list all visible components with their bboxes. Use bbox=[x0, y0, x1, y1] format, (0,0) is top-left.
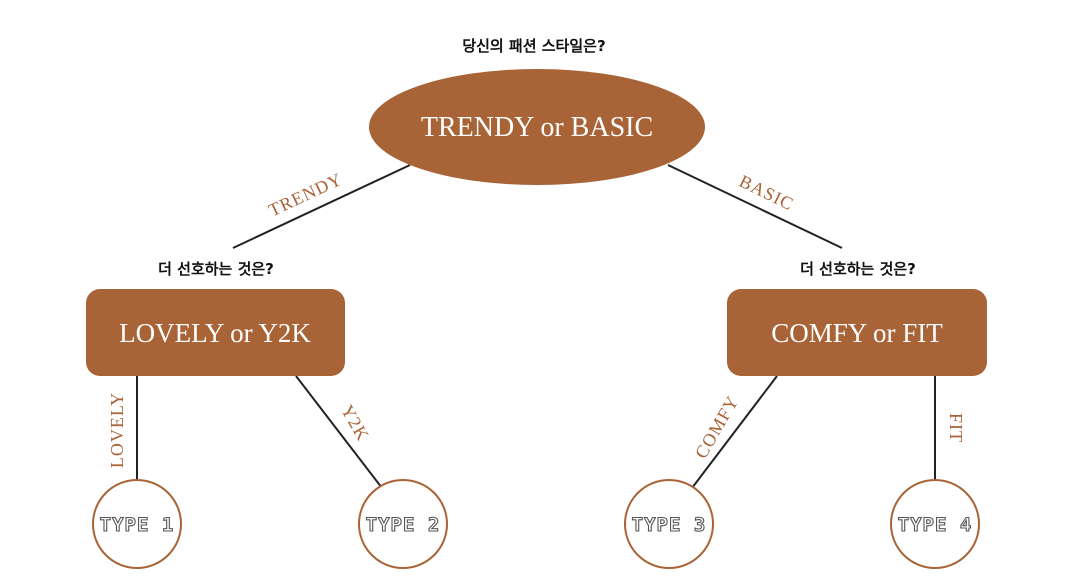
edge-label-fit: FIT bbox=[946, 413, 966, 443]
type-1-label: TYPE 1 bbox=[100, 514, 175, 536]
edge-label-trendy: TRENDY bbox=[265, 169, 345, 221]
type-4-label: TYPE 4 bbox=[898, 514, 973, 536]
edge-label-basic: BASIC bbox=[736, 171, 797, 214]
type-4-circle bbox=[890, 479, 980, 569]
root-node-ellipse bbox=[369, 69, 705, 185]
type-3-label: TYPE 3 bbox=[632, 514, 707, 536]
right-node-box bbox=[727, 289, 987, 376]
edge-right-to-type3 bbox=[691, 375, 778, 489]
type-1-circle bbox=[92, 479, 182, 569]
edge-label-lovely: LOVELY bbox=[107, 392, 127, 468]
left-node-box bbox=[86, 289, 345, 376]
type-3-circle bbox=[624, 479, 714, 569]
type-2-label: TYPE 2 bbox=[366, 514, 441, 536]
left-node-question: 더 선호하는 것은? bbox=[158, 260, 274, 278]
right-node-question: 더 선호하는 것은? bbox=[800, 260, 916, 278]
left-node-label: LOVELY or Y2K bbox=[119, 318, 311, 348]
edge-root-to-right bbox=[667, 164, 843, 249]
type-2-circle bbox=[358, 479, 448, 569]
root-node-label: TRENDY or BASIC bbox=[421, 112, 653, 143]
edge-root-to-left bbox=[232, 164, 411, 249]
root-question: 당신의 패션 스타일은? bbox=[462, 37, 605, 55]
edge-left-to-type2 bbox=[295, 375, 383, 489]
edge-label-comfy: COMFY bbox=[691, 392, 743, 462]
right-node-label: COMFY or FIT bbox=[771, 318, 943, 348]
